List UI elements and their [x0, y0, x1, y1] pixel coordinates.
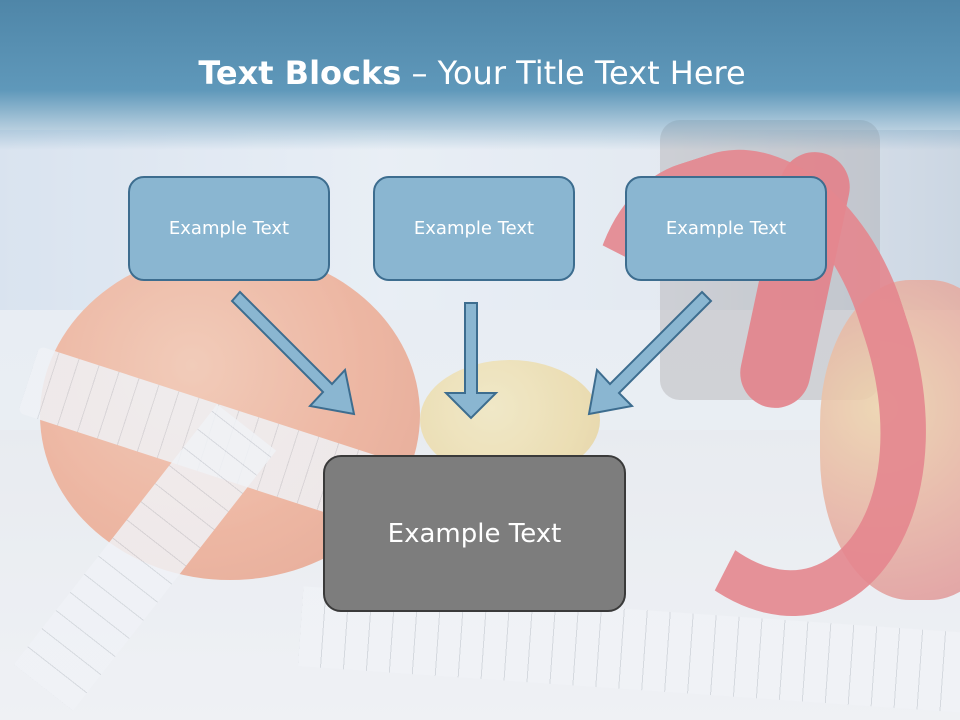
slide-title-rest: – Your Title Text Here: [401, 54, 746, 92]
text-block-1-label: Example Text: [168, 218, 290, 239]
arrow-center-down: [443, 302, 499, 420]
slide-title[interactable]: Text Blocks – Your Title Text Here: [0, 54, 944, 92]
text-block-1[interactable]: Example Text: [128, 176, 330, 281]
text-block-main[interactable]: Example Text: [323, 455, 626, 612]
text-block-2[interactable]: Example Text: [373, 176, 575, 281]
text-block-2-label: Example Text: [413, 218, 535, 239]
arrow-right-diagonal: [587, 290, 713, 416]
text-block-3[interactable]: Example Text: [625, 176, 827, 281]
arrow-left-diagonal: [230, 290, 356, 416]
slide-title-bold: Text Blocks: [198, 54, 402, 92]
background-apple: [820, 280, 960, 600]
text-block-main-label: Example Text: [387, 518, 562, 549]
title-band: [0, 0, 960, 150]
text-block-3-label: Example Text: [665, 218, 787, 239]
